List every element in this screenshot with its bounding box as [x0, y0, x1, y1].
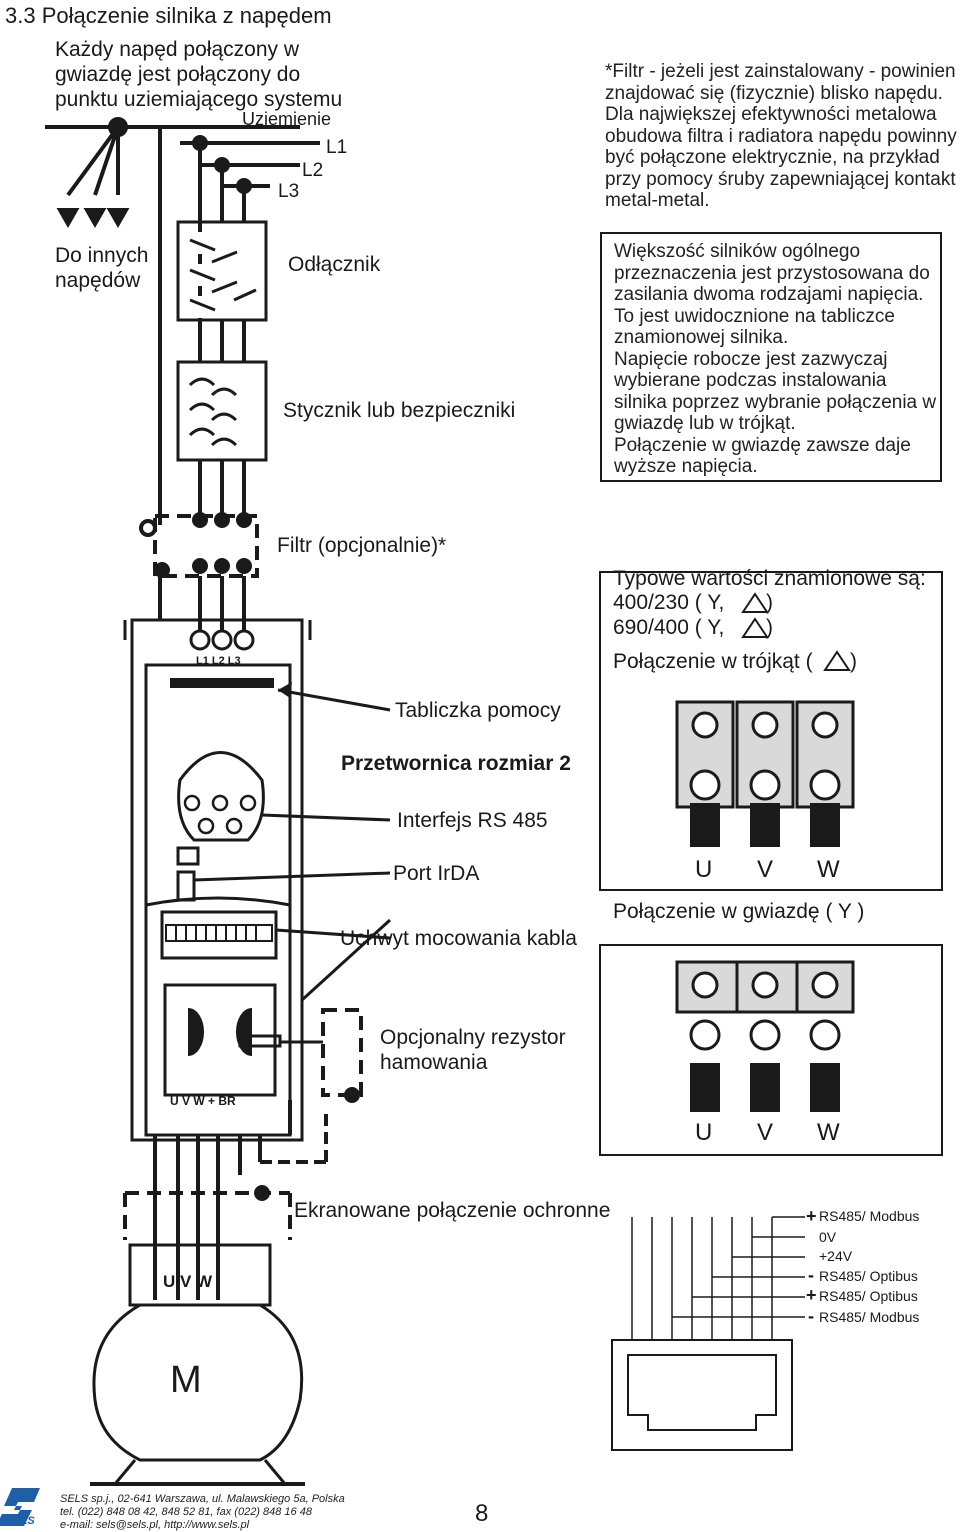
pin-label: RS485/ Modbus	[819, 1309, 920, 1325]
terminal-w: W	[817, 856, 840, 883]
brake-resistor-label: hamowania	[380, 1051, 488, 1074]
delta-symbol	[741, 592, 769, 613]
inverter-size-label: Przetwornica rozmiar 2	[341, 752, 571, 775]
section-title: 3.3 Połączenie silnika z napędem	[5, 3, 332, 28]
bracket: )	[766, 591, 773, 614]
bracket: )	[766, 616, 773, 639]
input-terminals-label: L1 L2 L3	[196, 655, 241, 667]
intro-line: Każdy napęd połączony w	[55, 38, 299, 61]
rj45-connector	[611, 1216, 805, 1451]
rating-row: 690/400 ( Y,	[613, 616, 725, 639]
terminal-w: W	[817, 1119, 840, 1146]
sels-logo-mark	[0, 1488, 40, 1526]
terminal-u: U	[695, 1119, 713, 1146]
ground-busbar	[45, 117, 320, 525]
output-terminals-label: U V W + BR	[170, 1094, 236, 1108]
cable-holder-label: Uchwyt mocowania kabla	[340, 927, 577, 950]
shield-label: Ekranowane połączenie ochronne	[294, 1199, 611, 1222]
ratings-panel-frame	[599, 571, 943, 891]
motor	[90, 1243, 305, 1486]
footer-phone: tel. (022) 848 08 42, 848 52 81, fax (02…	[60, 1506, 312, 1518]
pin-sign: -	[808, 1306, 814, 1326]
delta-connection-label: Połączenie w trójkąt (	[613, 650, 813, 673]
contactor-label: Stycznik lub bezpieczniki	[283, 399, 516, 422]
voltage-note-box	[600, 232, 942, 482]
filter-box	[139, 512, 259, 632]
filter-label: Filtr (opcjonalnie)*	[277, 534, 447, 557]
pin-label: 0V	[819, 1229, 837, 1245]
star-panel-frame	[599, 944, 943, 1156]
disconnector-label: Odłącznik	[288, 253, 381, 276]
filter-note: *Filtr - jeżeli jest zainstalowany - pow…	[605, 61, 957, 211]
contactor-box	[176, 360, 268, 516]
page-number: 8	[475, 1500, 489, 1527]
delta-terminal-block	[675, 700, 855, 847]
terminal-v: V	[757, 1119, 774, 1146]
intro-line: punktu uziemiającego systemu	[55, 88, 343, 111]
pin-sign: -	[808, 1265, 814, 1285]
inverter-body	[123, 618, 392, 1142]
bracket: )	[850, 650, 857, 673]
delta-symbol	[741, 617, 769, 638]
footer-address: SELS sp.j., 02-641 Warszawa, ul. Malawsk…	[60, 1493, 345, 1505]
pin-sign: +	[806, 1206, 817, 1226]
pin-label: RS485/ Optibus	[819, 1268, 918, 1284]
other-drives-label: Do innych	[55, 244, 149, 267]
motor-label: M	[170, 1359, 202, 1401]
pin-label: RS485/ Modbus	[819, 1208, 920, 1224]
other-drives-label: napędów	[55, 269, 141, 292]
pin-label: RS485/ Optibus	[819, 1288, 918, 1304]
pin-sign: +	[806, 1285, 817, 1305]
logo-text: SELS	[6, 1515, 35, 1527]
ratings-heading: Typowe wartości znamionowe są:	[613, 567, 926, 590]
l2-label: L2	[302, 160, 324, 181]
l1-label: L1	[326, 137, 348, 158]
rating-row: 400/230 ( Y,	[613, 591, 725, 614]
l3-label: L3	[278, 181, 300, 202]
terminal-v: V	[757, 856, 774, 883]
terminal-u: U	[695, 856, 713, 883]
ground-label: Uziemienie	[242, 109, 332, 129]
star-terminal-block	[675, 960, 855, 1112]
rs485-label: Interfejs RS 485	[397, 809, 548, 832]
star-connection-label: Połączenie w gwiazdę ( Y )	[613, 900, 865, 923]
output-wiring	[123, 1100, 328, 1300]
footer-contact: e-mail: sels@sels.pl, http://www.sels.pl	[60, 1519, 250, 1531]
brake-resistor-label: Opcjonalny rezystor	[380, 1026, 566, 1049]
delta-symbol	[823, 650, 851, 671]
pin-label: +24V	[819, 1248, 853, 1264]
motor-terminals-label: U V W	[163, 1272, 213, 1291]
irda-label: Port IrDA	[393, 862, 480, 885]
intro-line: gwiazdę jest połączony do	[55, 63, 301, 86]
nameplate-label: Tabliczka pomocy	[395, 699, 561, 722]
brake-resistor	[280, 1008, 363, 1103]
disconnector-box	[176, 220, 268, 362]
